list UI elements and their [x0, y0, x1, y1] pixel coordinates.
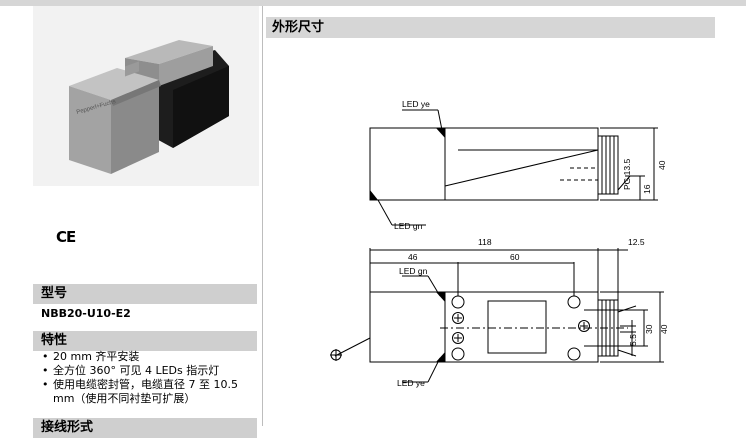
led-ye-indicator-bottom	[436, 352, 445, 362]
dim-40-bottom-label: 40	[659, 324, 669, 334]
feature-item: 全方位 360° 可见 4 LEDs 指示灯	[33, 364, 257, 378]
features-list: 20 mm 齐平安装 全方位 360° 可见 4 LEDs 指示灯 使用电缆密封…	[33, 350, 257, 406]
led-gn-indicator	[370, 190, 378, 200]
dim-40-top-label: 40	[657, 160, 667, 170]
dim-46-label: 46	[408, 252, 418, 262]
led-gn-label: LED gn	[394, 221, 423, 231]
dim-118-label: 118	[478, 237, 492, 247]
model-number: NBB20-U10-E2	[41, 307, 131, 320]
product-photo: Pepperl+Fuchs	[33, 6, 259, 186]
dim-12-5-label: 12.5	[628, 237, 645, 247]
dim-60-label: 60	[510, 252, 520, 262]
feature-item: 使用电缆密封管，电缆直径 7 至 10.5 mm（使用不同衬垫可扩展）	[33, 378, 257, 406]
dimension-drawing: LED ye LED gn PG 13.5 16 40 118 12.5 46 …	[330, 99, 669, 388]
led-gn-label-bottom: LED gn	[399, 266, 428, 276]
top-bar	[0, 0, 746, 6]
pg-label: PG 13.5	[622, 159, 632, 190]
feature-item: 20 mm 齐平安装	[33, 350, 257, 364]
dim-16-label: 16	[642, 184, 652, 194]
dim-30-label: 30	[644, 324, 654, 334]
ce-mark: CE	[56, 228, 76, 246]
dim-5-5-label: 5.5	[628, 334, 638, 346]
divider	[262, 6, 263, 426]
led-gn-indicator-bottom	[436, 292, 445, 302]
led-ye-indicator	[436, 128, 445, 138]
led-ye-label: LED ye	[402, 99, 430, 109]
dimensions-title: 外形尺寸	[266, 17, 715, 38]
led-ye-label-bottom: LED ye	[397, 378, 425, 388]
top-view-body	[369, 127, 599, 201]
left-panel: Pepperl+Fuchs CE	[33, 6, 259, 426]
features-section-title: 特性	[33, 331, 257, 351]
sensor-image: Pepperl+Fuchs	[33, 6, 259, 186]
flush-mount-symbol	[330, 349, 342, 361]
model-section-title: 型号	[33, 284, 257, 304]
bottom-view-body	[369, 291, 599, 363]
